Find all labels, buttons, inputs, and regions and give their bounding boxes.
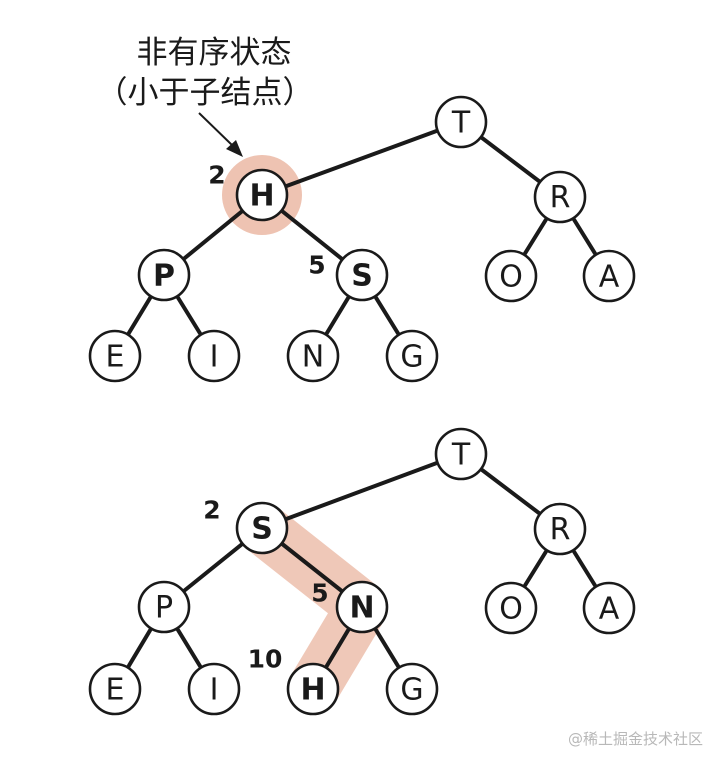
after-node-H: H 10 [248, 645, 340, 716]
after-node-label-G: G [400, 673, 423, 708]
before-node-circle-E [88, 329, 142, 383]
after-node-circle-R [533, 502, 587, 556]
before-node-circle-N [286, 329, 340, 383]
after-node-label-N: N [349, 591, 374, 626]
after-node-label-A: A [599, 592, 620, 627]
before-node-circle-S [335, 248, 389, 302]
before-node-circle-T [434, 95, 488, 149]
after-node-label-T: T [451, 438, 471, 473]
before-node-H: H2 [208, 161, 289, 222]
before-node-label-N: N [302, 340, 324, 375]
after-node-R: R [533, 502, 587, 556]
after-node-circle-P [137, 580, 191, 634]
before-node-label-S: S [351, 259, 373, 294]
before-node-E: E [88, 329, 142, 383]
before-node-N: N [286, 329, 340, 383]
before-node-S: S5 [308, 248, 389, 302]
before-node-circle-R [533, 170, 587, 224]
after-node-circle-H [286, 662, 340, 716]
before-node-label-A: A [599, 260, 620, 295]
before-node-label-T: T [451, 106, 471, 141]
after-node-circle-O [484, 581, 538, 635]
after-node-label-E: E [106, 673, 125, 708]
before-node-circle-H [235, 168, 289, 222]
after-node-index-N: 5 [311, 579, 328, 608]
before-node-R: R [533, 170, 587, 224]
after-node-label-R: R [550, 513, 571, 548]
after-node-circle-G [385, 662, 439, 716]
before-node-P: P [137, 248, 191, 302]
before-node-circle-G [385, 329, 439, 383]
before-node-I: I [187, 329, 241, 383]
before-node-G: G [385, 329, 439, 383]
callout-line-2: （小于子结点） [97, 75, 314, 111]
callout-arrow-line [198, 112, 234, 147]
before-node-index-S: 5 [308, 251, 325, 280]
before-node-label-H: H [249, 179, 274, 214]
after-node-N: N5 [311, 579, 389, 634]
before-node-index-H: 2 [208, 161, 225, 190]
after-node-I: I [187, 662, 241, 716]
after-node-index-S: 2 [203, 496, 220, 525]
after-node-T: T [434, 427, 488, 481]
after-node-label-S: S [251, 512, 273, 547]
after-node-circle-E [88, 662, 142, 716]
after-node-circle-T [434, 427, 488, 481]
after-edge-T-S [260, 452, 463, 530]
after-node-circle-S [235, 501, 289, 555]
before-node-T: T [434, 95, 488, 149]
before-node-label-G: G [400, 340, 423, 375]
before-node-O: O [484, 249, 538, 303]
callout-annotation: 非有序状态 （小于子结点） [97, 35, 314, 157]
after-node-A: A [582, 581, 636, 635]
watermark: @稀土掘金技术社区 [568, 730, 703, 748]
callout-arrow-head [226, 140, 243, 157]
after-node-label-I: I [210, 673, 219, 708]
before-node-circle-P [137, 248, 191, 302]
before-node-circle-A [582, 249, 636, 303]
before-node-label-R: R [550, 181, 571, 216]
callout-line-1: 非有序状态 [137, 35, 292, 71]
after-node-circle-N [335, 580, 389, 634]
after-node-O: O [484, 581, 538, 635]
after-node-circle-A [582, 581, 636, 635]
after-node-label-H: H [300, 673, 325, 708]
after-node-P: P [137, 580, 191, 634]
after-node-G: G [385, 662, 439, 716]
before-edge-T-H [260, 120, 463, 197]
before-node-label-O: O [499, 260, 523, 295]
before-node-circle-O [484, 249, 538, 303]
before-node-label-E: E [106, 340, 125, 375]
before-node-label-I: I [210, 340, 219, 375]
after-node-S: S2 [203, 496, 289, 555]
before-node-A: A [582, 249, 636, 303]
after-node-E: E [88, 662, 142, 716]
after-node-circle-I [187, 662, 241, 716]
before-node-circle-I [187, 329, 241, 383]
after-node-label-O: O [499, 592, 523, 627]
before-node-label-P: P [153, 259, 175, 294]
after-node-label-P: P [155, 591, 173, 626]
after-node-index-H: 10 [248, 645, 283, 674]
